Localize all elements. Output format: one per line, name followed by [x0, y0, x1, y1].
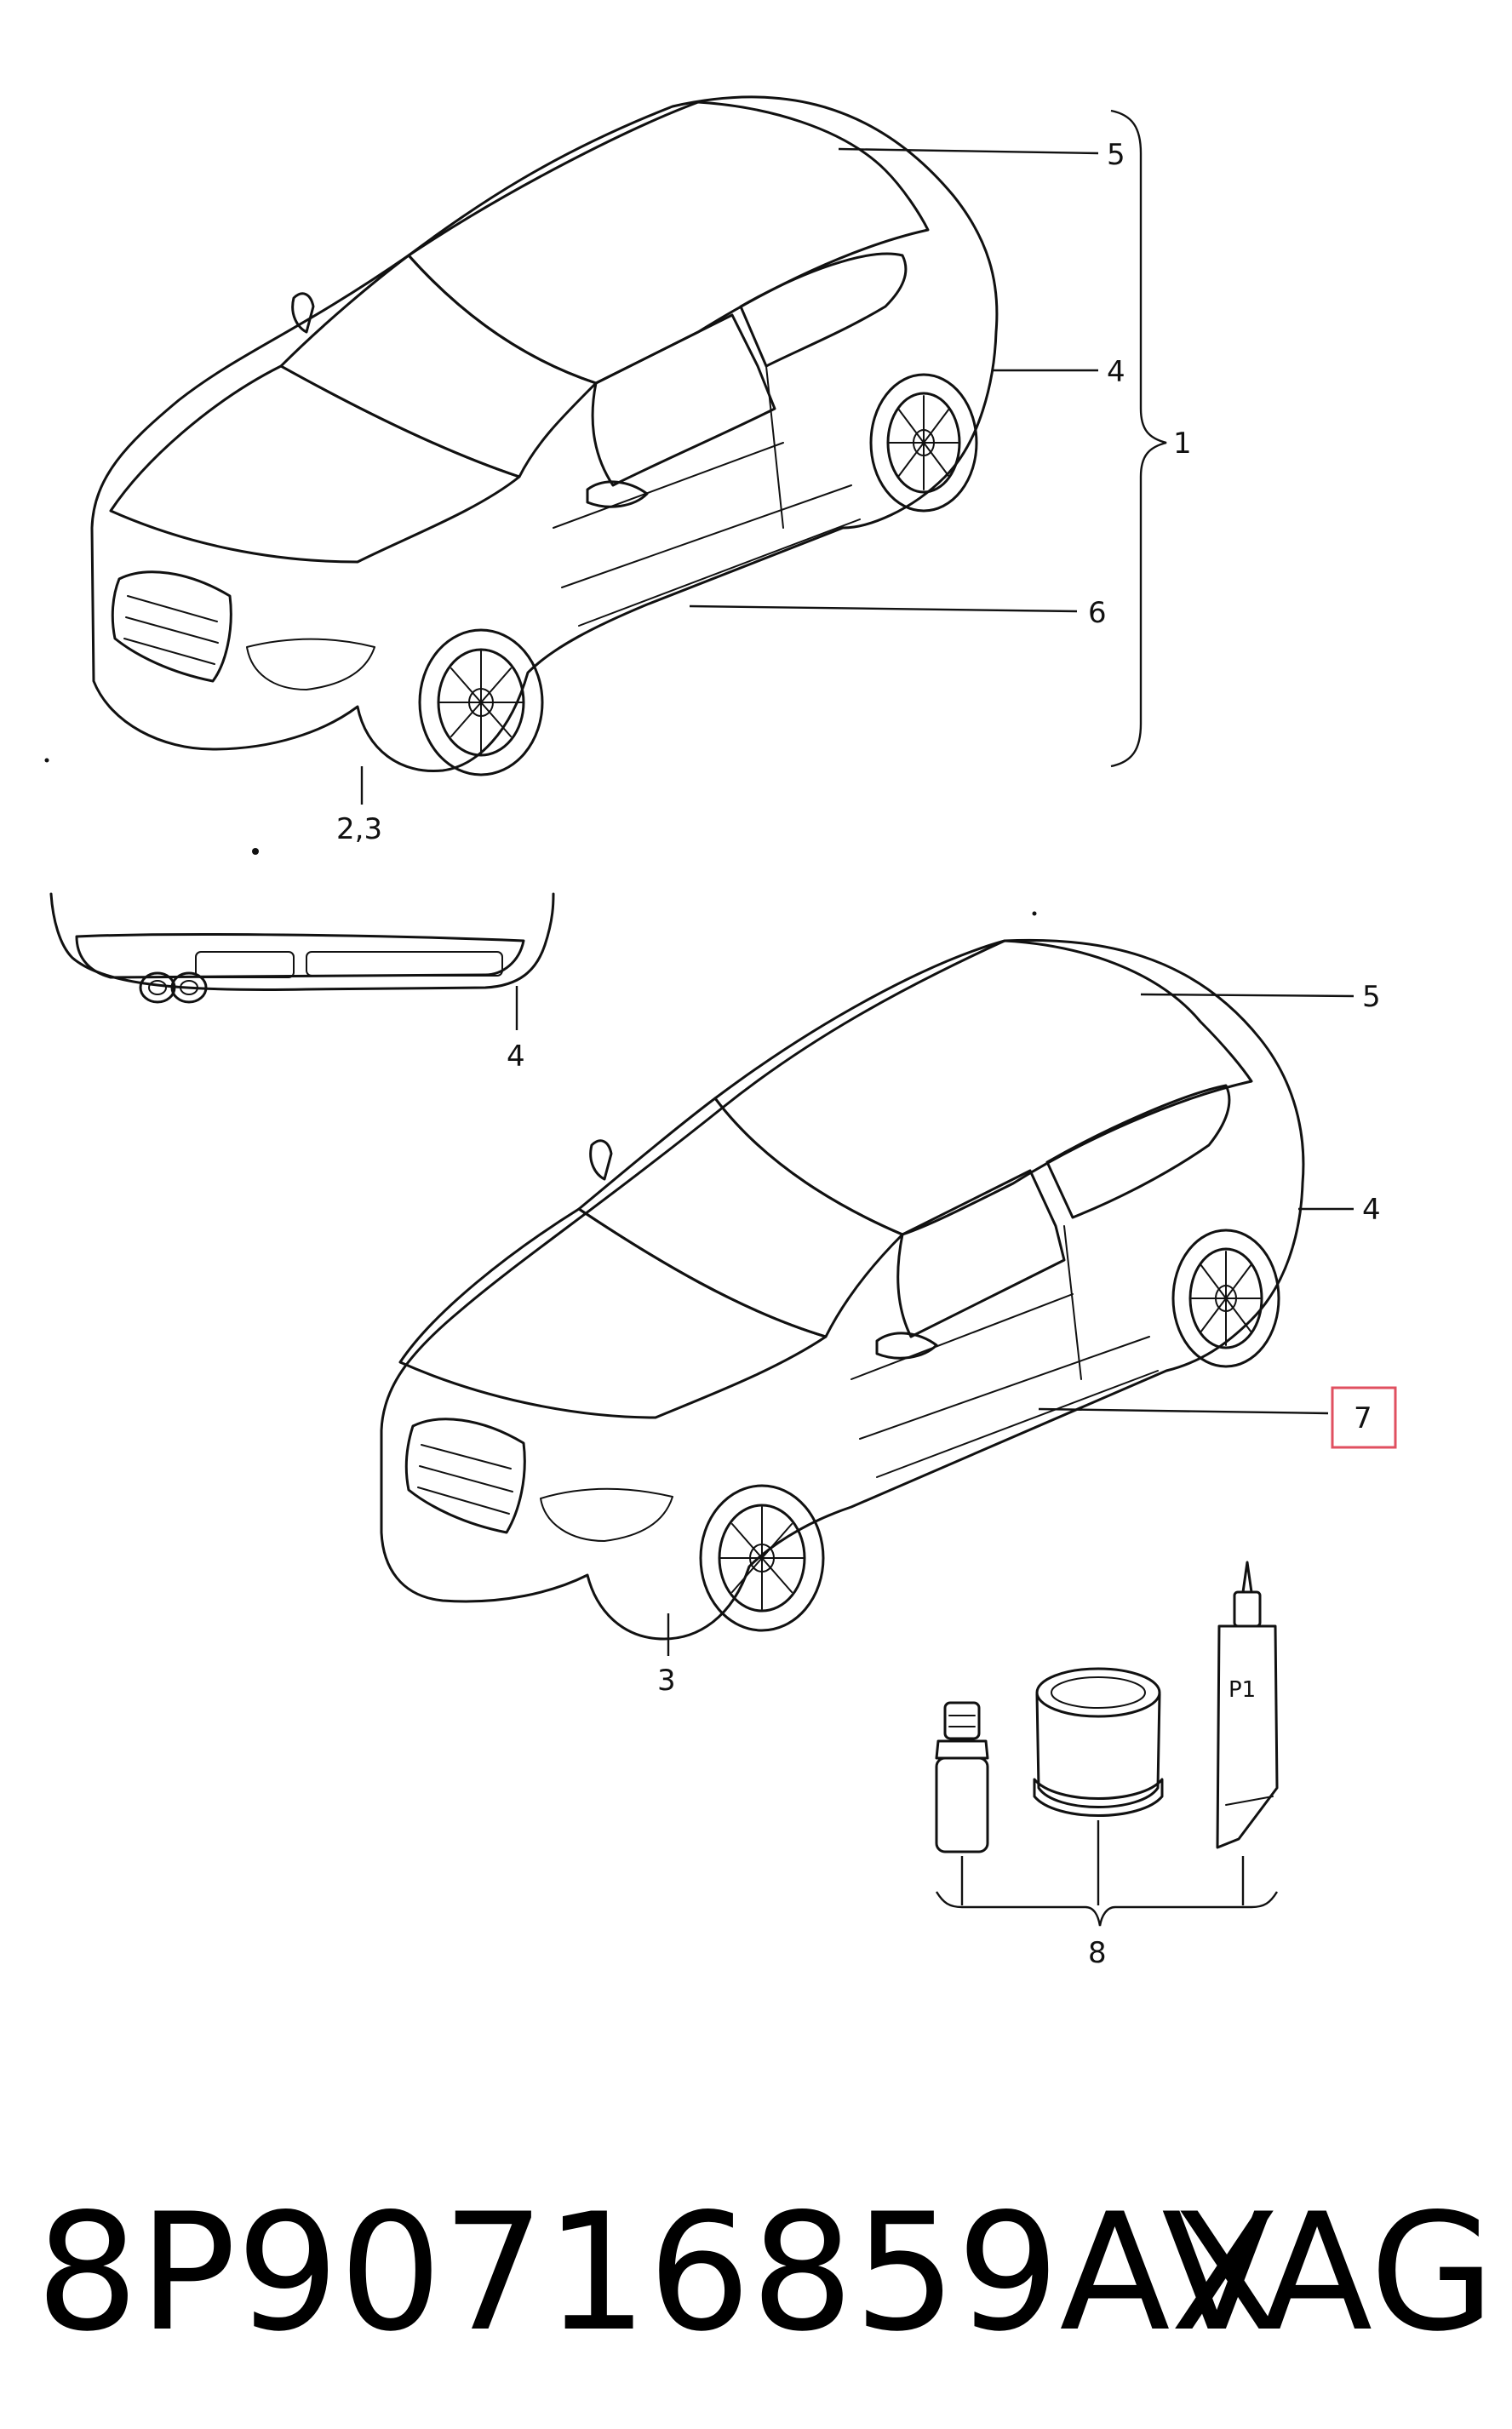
- bottom-car-body-outline: [380, 938, 1305, 1641]
- top-car-hood: [109, 364, 521, 564]
- callout-bottom-sill-highlight[interactable]: [1331, 1386, 1397, 1449]
- kit-tube-label: P1: [1228, 1677, 1256, 1703]
- top-car-windshield: [279, 254, 598, 478]
- bottom-car-rear-wheel: [1171, 1229, 1280, 1368]
- brand-name: VAG: [1161, 2179, 1495, 2367]
- part-number: 8P90716859AX: [36, 2179, 1281, 2367]
- repair-kit: P1: [935, 1561, 1279, 1927]
- bottom-car-drawing: [380, 938, 1305, 1641]
- top-car-drawing: [90, 95, 999, 776]
- bottom-callout-leaders: [667, 993, 1354, 1656]
- top-car-headlight: [246, 638, 375, 690]
- top-car-door-lines: [553, 365, 861, 627]
- rear-bumper-detail: [49, 892, 555, 1030]
- callout-top-rear-bumper: 4: [1107, 355, 1125, 389]
- top-car-body-outline: [90, 95, 999, 773]
- callout-bottom-sill: 7: [1354, 1401, 1372, 1435]
- bottom-car-side-windows: [896, 1169, 1066, 1338]
- top-car-front-wheel: [418, 628, 544, 776]
- callout-top-front-bumper: 2,3: [336, 812, 382, 846]
- callout-bottom-rear-bumper: 4: [1362, 1193, 1381, 1227]
- top-car-side-windows: [591, 313, 776, 487]
- top-car-rear-wheel: [869, 373, 978, 513]
- bottom-car-windshield: [577, 1097, 904, 1338]
- callout-rear-detail: 4: [507, 1040, 525, 1074]
- callout-kit: 8: [1088, 1936, 1107, 1970]
- bottom-car-grille: [404, 1418, 526, 1534]
- callout-top-roof: 5: [1107, 138, 1125, 172]
- bottom-car-rear-window: [1045, 1084, 1231, 1219]
- kit-bottle: [935, 1701, 989, 1853]
- top-car-grille: [111, 570, 232, 683]
- bottom-car-hood: [398, 1207, 828, 1419]
- top-callout-leaders: [360, 109, 1167, 805]
- bottom-car-roof: [713, 939, 1253, 1236]
- callout-bottom-front-bumper: 3: [657, 1664, 676, 1698]
- group-bracket: [1110, 109, 1167, 768]
- top-car-rear-window: [739, 252, 908, 368]
- bottom-car-headlight: [540, 1487, 673, 1542]
- caption-bar: 8P90716859AX VAG: [0, 2163, 1512, 2384]
- kit-bracket: [935, 1891, 1279, 1927]
- top-car-roof: [407, 100, 930, 385]
- rear-bumper-outline: [49, 892, 555, 992]
- callout-top-group: 1: [1173, 427, 1192, 461]
- bottom-car-door-lines: [850, 1225, 1159, 1478]
- bottom-car-front-wheel: [699, 1484, 825, 1632]
- kit-tube: [1216, 1561, 1279, 1849]
- callout-top-sill: 6: [1088, 596, 1107, 630]
- bottom-car-mirror: [875, 1332, 938, 1360]
- kit-tin: [1033, 1667, 1164, 1817]
- top-car-mirror: [586, 480, 649, 508]
- callout-bottom-roof: 5: [1362, 980, 1381, 1014]
